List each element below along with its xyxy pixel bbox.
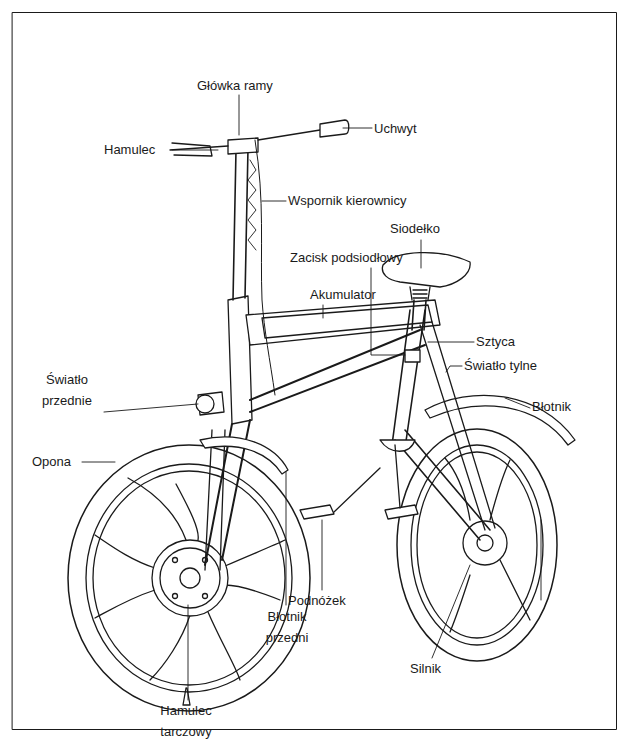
rear-fender-part (425, 395, 575, 445)
rear-wheel-part (411, 445, 543, 645)
frame-part (246, 300, 440, 345)
frame-part (392, 310, 425, 448)
front-wheel-part (128, 478, 198, 540)
pedals (300, 445, 418, 519)
front-wheel-part (93, 471, 285, 685)
leader-lines-part (322, 520, 323, 590)
front-fender-light (196, 392, 288, 474)
front-wheel-part (173, 558, 178, 563)
leader-lines-part (505, 398, 530, 408)
leader-lines-part (323, 305, 324, 318)
leader-lines-part (286, 472, 287, 605)
leader-lines-part (82, 462, 115, 463)
leader-lines-part (541, 520, 542, 600)
frame-part (380, 440, 415, 451)
front-wheel-part (150, 612, 240, 680)
part-label: Główka ramy (197, 75, 273, 96)
leader-lines-part (432, 565, 470, 658)
part-label: Błotnik (532, 396, 571, 417)
part-label: Podnóżek (288, 590, 346, 611)
leader-lines-part (104, 404, 198, 412)
front-wheel (68, 445, 310, 711)
handlebar-part (233, 148, 248, 300)
leader-lines-part (262, 201, 286, 202)
part-label: Światło tylne (464, 355, 537, 376)
front-wheel-part (225, 540, 285, 600)
pedals-part (300, 505, 334, 519)
part-label: Silnik (410, 658, 441, 679)
frame (205, 296, 495, 570)
front-fender-light-part (200, 437, 288, 474)
handlebar-part (228, 138, 258, 154)
frame-part (420, 322, 495, 530)
front-wheel-part (203, 594, 208, 599)
rear-wheel-part (397, 429, 557, 661)
leader-lines-part (446, 366, 462, 372)
front-wheel-part (160, 548, 220, 608)
leader-lines-part (172, 150, 218, 151)
front-wheel-part (152, 540, 228, 616)
part-label: Siodełko (390, 218, 440, 239)
rear-fender (425, 395, 575, 445)
part-label: Hamulec tarczowy (146, 700, 226, 740)
part-label: Hamulec (104, 139, 155, 160)
front-wheel-part (86, 464, 292, 692)
rear-wheel-part (477, 535, 493, 551)
frame-part (250, 330, 420, 400)
part-label: Sztyca (476, 331, 515, 352)
pedals-part (395, 445, 400, 508)
front-wheel-part (68, 445, 310, 711)
handlebar-part (320, 120, 349, 137)
leader-lines-part (188, 605, 189, 700)
leader-lines-part (343, 128, 372, 129)
pedals-part (334, 468, 380, 512)
front-wheel-part (95, 535, 155, 618)
leader-lines (82, 95, 541, 700)
rear-wheel-part (417, 452, 537, 638)
handlebar-part (248, 160, 256, 250)
rear-wheel (397, 429, 557, 661)
front-wheel-part (173, 594, 178, 599)
seat (382, 253, 470, 362)
seat-part (405, 350, 420, 362)
front-fender-light-part (196, 395, 214, 413)
part-label: Zacisk podsiodłowy (290, 247, 403, 268)
pedals-part (385, 505, 418, 519)
frame-border (13, 13, 617, 730)
rear-wheel-part (450, 560, 530, 632)
leader-lines-part (371, 268, 405, 355)
handlebar-part (170, 130, 320, 150)
seat-part (410, 287, 430, 300)
handlebar-part (172, 143, 212, 156)
seat-part (413, 290, 427, 298)
leader-lines-part (239, 95, 240, 135)
part-label: Opona (32, 451, 71, 472)
part-label: Wspornik kierownicy (288, 190, 406, 211)
part-label: Uchwyt (374, 118, 417, 139)
seat-part (412, 300, 426, 330)
frame-part (205, 430, 225, 570)
part-label: Błotnik przedni (252, 606, 322, 648)
part-label: Światło przednie (30, 369, 104, 411)
front-wheel-part (183, 688, 190, 705)
leader-lines-part (421, 240, 422, 268)
front-wheel-part (180, 568, 200, 588)
leader-lines-part (428, 342, 474, 343)
part-label: Akumulator (310, 284, 376, 305)
handlebar-part (255, 140, 275, 395)
